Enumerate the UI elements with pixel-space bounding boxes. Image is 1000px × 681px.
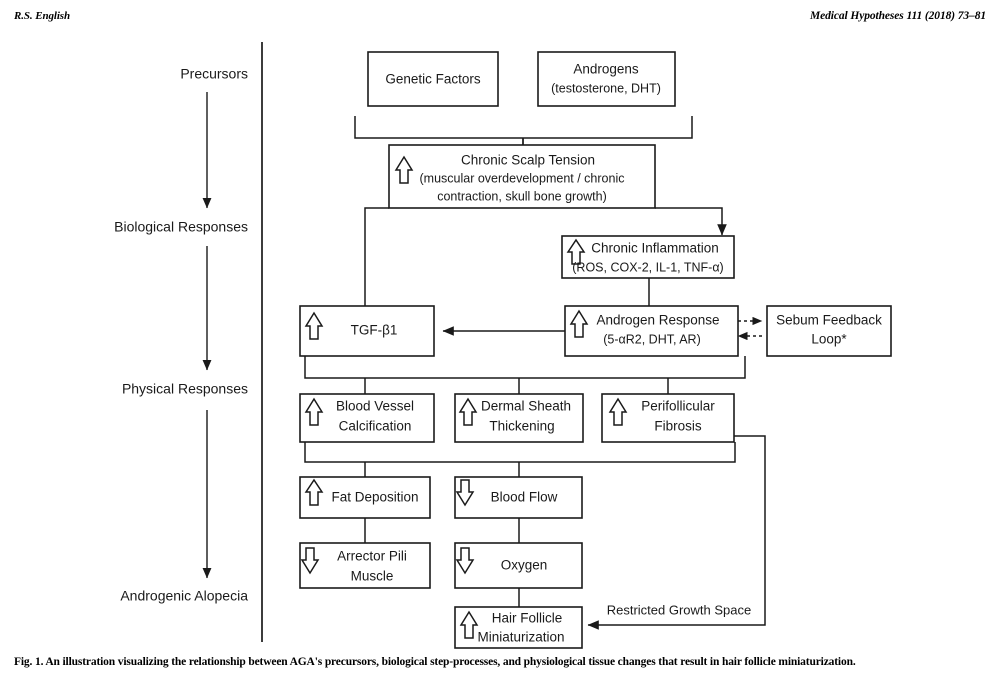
node-label: Sebum Feedback (776, 313, 882, 328)
node-blood-vessel-calcification[interactable]: Blood Vessel Calcification (299, 393, 435, 443)
stage-label-alopecia: Androgenic Alopecia (120, 588, 248, 604)
arrow-up-icon (459, 610, 479, 639)
node-label: Dermal Sheath (481, 399, 571, 414)
edge-label-restricted-growth-space: Restricted Growth Space (607, 602, 752, 617)
node-sublabel: Miniaturization (477, 630, 564, 645)
node-label: TGF-β1 (351, 323, 398, 338)
edge-physical-bracket (304, 442, 736, 463)
arrow-up-icon (458, 397, 478, 426)
node-label: Chronic Inflammation (591, 241, 719, 256)
node-perifollicular-fibrosis[interactable]: Perifollicular Fibrosis (601, 393, 735, 443)
flowchart-svg: Precursors Biological Responses Physical… (114, 42, 892, 649)
node-androgens[interactable]: Androgens (testosterone, DHT) (537, 51, 676, 107)
stage-label-precursors: Precursors (180, 66, 248, 82)
edge-precursors-bracket (354, 116, 693, 139)
edge-fibrosis-to-miniaturization (587, 435, 766, 630)
node-sublabel: Muscle (351, 569, 394, 584)
node-genetic-factors[interactable]: Genetic Factors (367, 51, 499, 107)
edge-tension-to-inflammation (655, 207, 727, 236)
edge-biological-bracket (304, 356, 746, 379)
node-sublabel: (testosterone, DHT) (551, 81, 661, 95)
stage-label-biological: Biological Responses (114, 219, 248, 235)
arrow-up-icon (304, 478, 324, 506)
node-sublabel: Thickening (489, 419, 554, 434)
figure-caption: Fig. 1. An illustration visualizing the … (14, 655, 986, 669)
node-label: Hair Follicle (492, 611, 563, 626)
edge-tension-to-tgfb1 (360, 207, 389, 329)
arrow-up-icon (304, 397, 324, 426)
arrow-up-icon (566, 238, 586, 265)
node-sublabel: (ROS, COX-2, IL-1, TNF-α) (572, 260, 723, 274)
node-label: Oxygen (501, 558, 548, 573)
node-label: Fat Deposition (331, 490, 418, 505)
node-sebum-feedback-loop[interactable]: Sebum Feedback Loop* (766, 305, 892, 357)
node-label: Chronic Scalp Tension (461, 153, 595, 168)
node-oxygen[interactable]: Oxygen (454, 542, 583, 589)
node-arrector-pili-muscle[interactable]: Arrector Pili Muscle (299, 542, 431, 589)
arrow-up-icon (569, 309, 589, 338)
node-dermal-sheath-thickening[interactable]: Dermal Sheath Thickening (454, 393, 584, 443)
node-label: Blood Vessel (336, 399, 414, 414)
node-sublabel-2: contraction, skull bone growth) (437, 189, 607, 203)
caption-text: An illustration visualizing the relation… (43, 656, 856, 668)
node-tgf-beta1[interactable]: TGF-β1 (299, 305, 435, 357)
arrow-up-icon (394, 155, 414, 184)
arrow-up-icon (608, 397, 628, 426)
node-label: Androgens (573, 62, 639, 77)
node-label: Genetic Factors (385, 72, 481, 87)
node-sublabel: Loop* (811, 332, 847, 347)
node-sublabel: Calcification (339, 419, 412, 434)
header-author: R.S. English (14, 10, 70, 22)
node-androgen-response[interactable]: Androgen Response (5-αR2, DHT, AR) (564, 305, 739, 357)
arrow-up-icon (304, 311, 324, 340)
node-sublabel: Fibrosis (654, 419, 702, 434)
arrow-down-icon (455, 547, 475, 575)
caption-label: Fig. 1. (14, 656, 44, 668)
arrow-down-icon (455, 479, 475, 507)
node-chronic-inflammation[interactable]: Chronic Inflammation (ROS, COX-2, IL-1, … (561, 235, 735, 279)
figure-diagram: Precursors Biological Responses Physical… (0, 30, 1000, 650)
page-header: R.S. English Medical Hypotheses 111 (201… (0, 10, 1000, 30)
node-label: Androgen Response (596, 313, 719, 328)
node-blood-flow[interactable]: Blood Flow (454, 476, 583, 519)
node-sublabel-1: (muscular overdevelopment / chronic (420, 171, 625, 185)
node-hair-follicle-miniaturization[interactable]: Hair Follicle Miniaturization (454, 606, 583, 649)
node-chronic-scalp-tension[interactable]: Chronic Scalp Tension (muscular overdeve… (388, 144, 656, 209)
arrow-down-icon (300, 547, 320, 575)
node-label: Blood Flow (491, 490, 558, 505)
node-label: Arrector Pili (337, 549, 407, 564)
stage-label-physical: Physical Responses (122, 381, 248, 397)
header-journal: Medical Hypotheses 111 (2018) 73–81 (809, 10, 986, 22)
node-label: Perifollicular (641, 399, 715, 414)
node-fat-deposition[interactable]: Fat Deposition (299, 476, 431, 519)
node-sublabel: (5-αR2, DHT, AR) (603, 332, 701, 346)
